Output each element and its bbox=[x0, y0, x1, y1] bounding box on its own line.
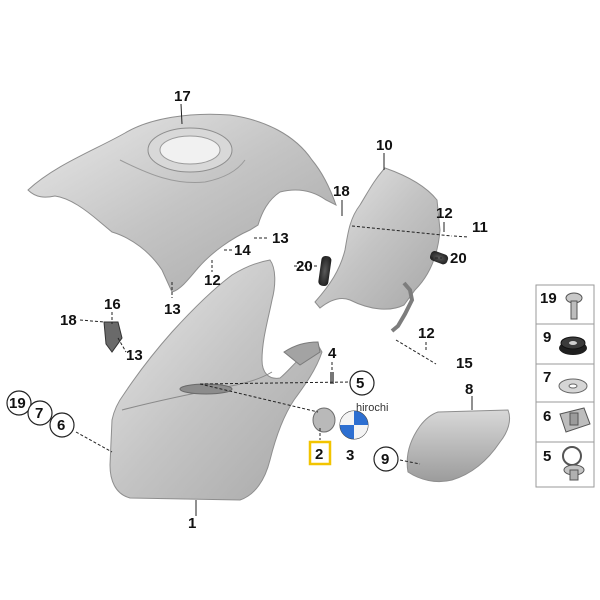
callout-5: 5 bbox=[356, 375, 364, 392]
callout-13-middle: 13 bbox=[164, 301, 181, 318]
callout-20-left: 20 bbox=[296, 258, 313, 275]
part-8-lower-panel bbox=[406, 409, 511, 483]
callout-18-upper: 18 bbox=[333, 183, 350, 200]
part-10-side-panel bbox=[314, 167, 441, 333]
part-4-fastener bbox=[330, 372, 334, 384]
callout-1: 1 bbox=[188, 515, 196, 532]
part-16-bracket bbox=[103, 321, 123, 353]
legend-label-19: 19 bbox=[540, 290, 557, 307]
part-2-disc bbox=[312, 407, 336, 433]
circled-callouts: 5 19 7 6 9 bbox=[6, 370, 399, 472]
callout-18-lower: 18 bbox=[60, 312, 77, 329]
callout-9-circle: 9 bbox=[381, 451, 389, 468]
grommet-icon bbox=[559, 336, 587, 355]
leader-lines bbox=[75, 103, 473, 516]
part-17-tank-cover bbox=[27, 113, 337, 293]
callout-labels: 17 10 18 12 11 13 14 12 13 20 20 16 18 1… bbox=[60, 88, 488, 532]
callout-4: 4 bbox=[328, 345, 337, 362]
callout-17: 17 bbox=[174, 88, 191, 105]
callout-12-upper: 12 bbox=[436, 205, 453, 222]
part-3-emblem bbox=[339, 410, 369, 440]
callout-20-right: 20 bbox=[450, 250, 467, 267]
callout-12-lower: 12 bbox=[418, 325, 435, 342]
highlight-box bbox=[308, 440, 332, 466]
legend-label-7: 7 bbox=[543, 369, 551, 386]
legend-label-9: 9 bbox=[543, 329, 551, 346]
callout-13-lower: 13 bbox=[126, 347, 143, 364]
callout-13-upper: 13 bbox=[272, 230, 289, 247]
callout-16: 16 bbox=[104, 296, 121, 313]
callout-15: 15 bbox=[456, 355, 473, 372]
callout-12-middle: 12 bbox=[204, 272, 221, 289]
screw-icon bbox=[565, 292, 583, 320]
clip-nut-icon bbox=[559, 407, 591, 433]
callout-3: 3 bbox=[346, 447, 354, 464]
callout-10: 10 bbox=[376, 137, 393, 154]
highlighted-callout-2: 2 bbox=[308, 440, 332, 466]
part-20-rubber-right bbox=[430, 251, 449, 265]
callout-8: 8 bbox=[465, 381, 473, 398]
watermark: hirochi bbox=[356, 402, 388, 414]
callout-19-circle: 19 bbox=[9, 395, 26, 412]
quarter-turn-fastener-icon bbox=[562, 446, 585, 481]
callout-2: 2 bbox=[315, 446, 323, 463]
part-1-side-cover bbox=[109, 259, 323, 501]
callout-6-circle: 6 bbox=[57, 417, 65, 434]
callout-11: 11 bbox=[472, 219, 488, 236]
washer-icon bbox=[558, 378, 588, 394]
part-20-rubber-left bbox=[318, 255, 332, 287]
legend-label-5: 5 bbox=[543, 448, 551, 465]
callout-7-circle: 7 bbox=[35, 405, 43, 422]
callout-14: 14 bbox=[234, 242, 251, 259]
small-parts-legend: 19 9 7 6 5 bbox=[535, 284, 595, 488]
legend-label-6: 6 bbox=[543, 408, 551, 425]
